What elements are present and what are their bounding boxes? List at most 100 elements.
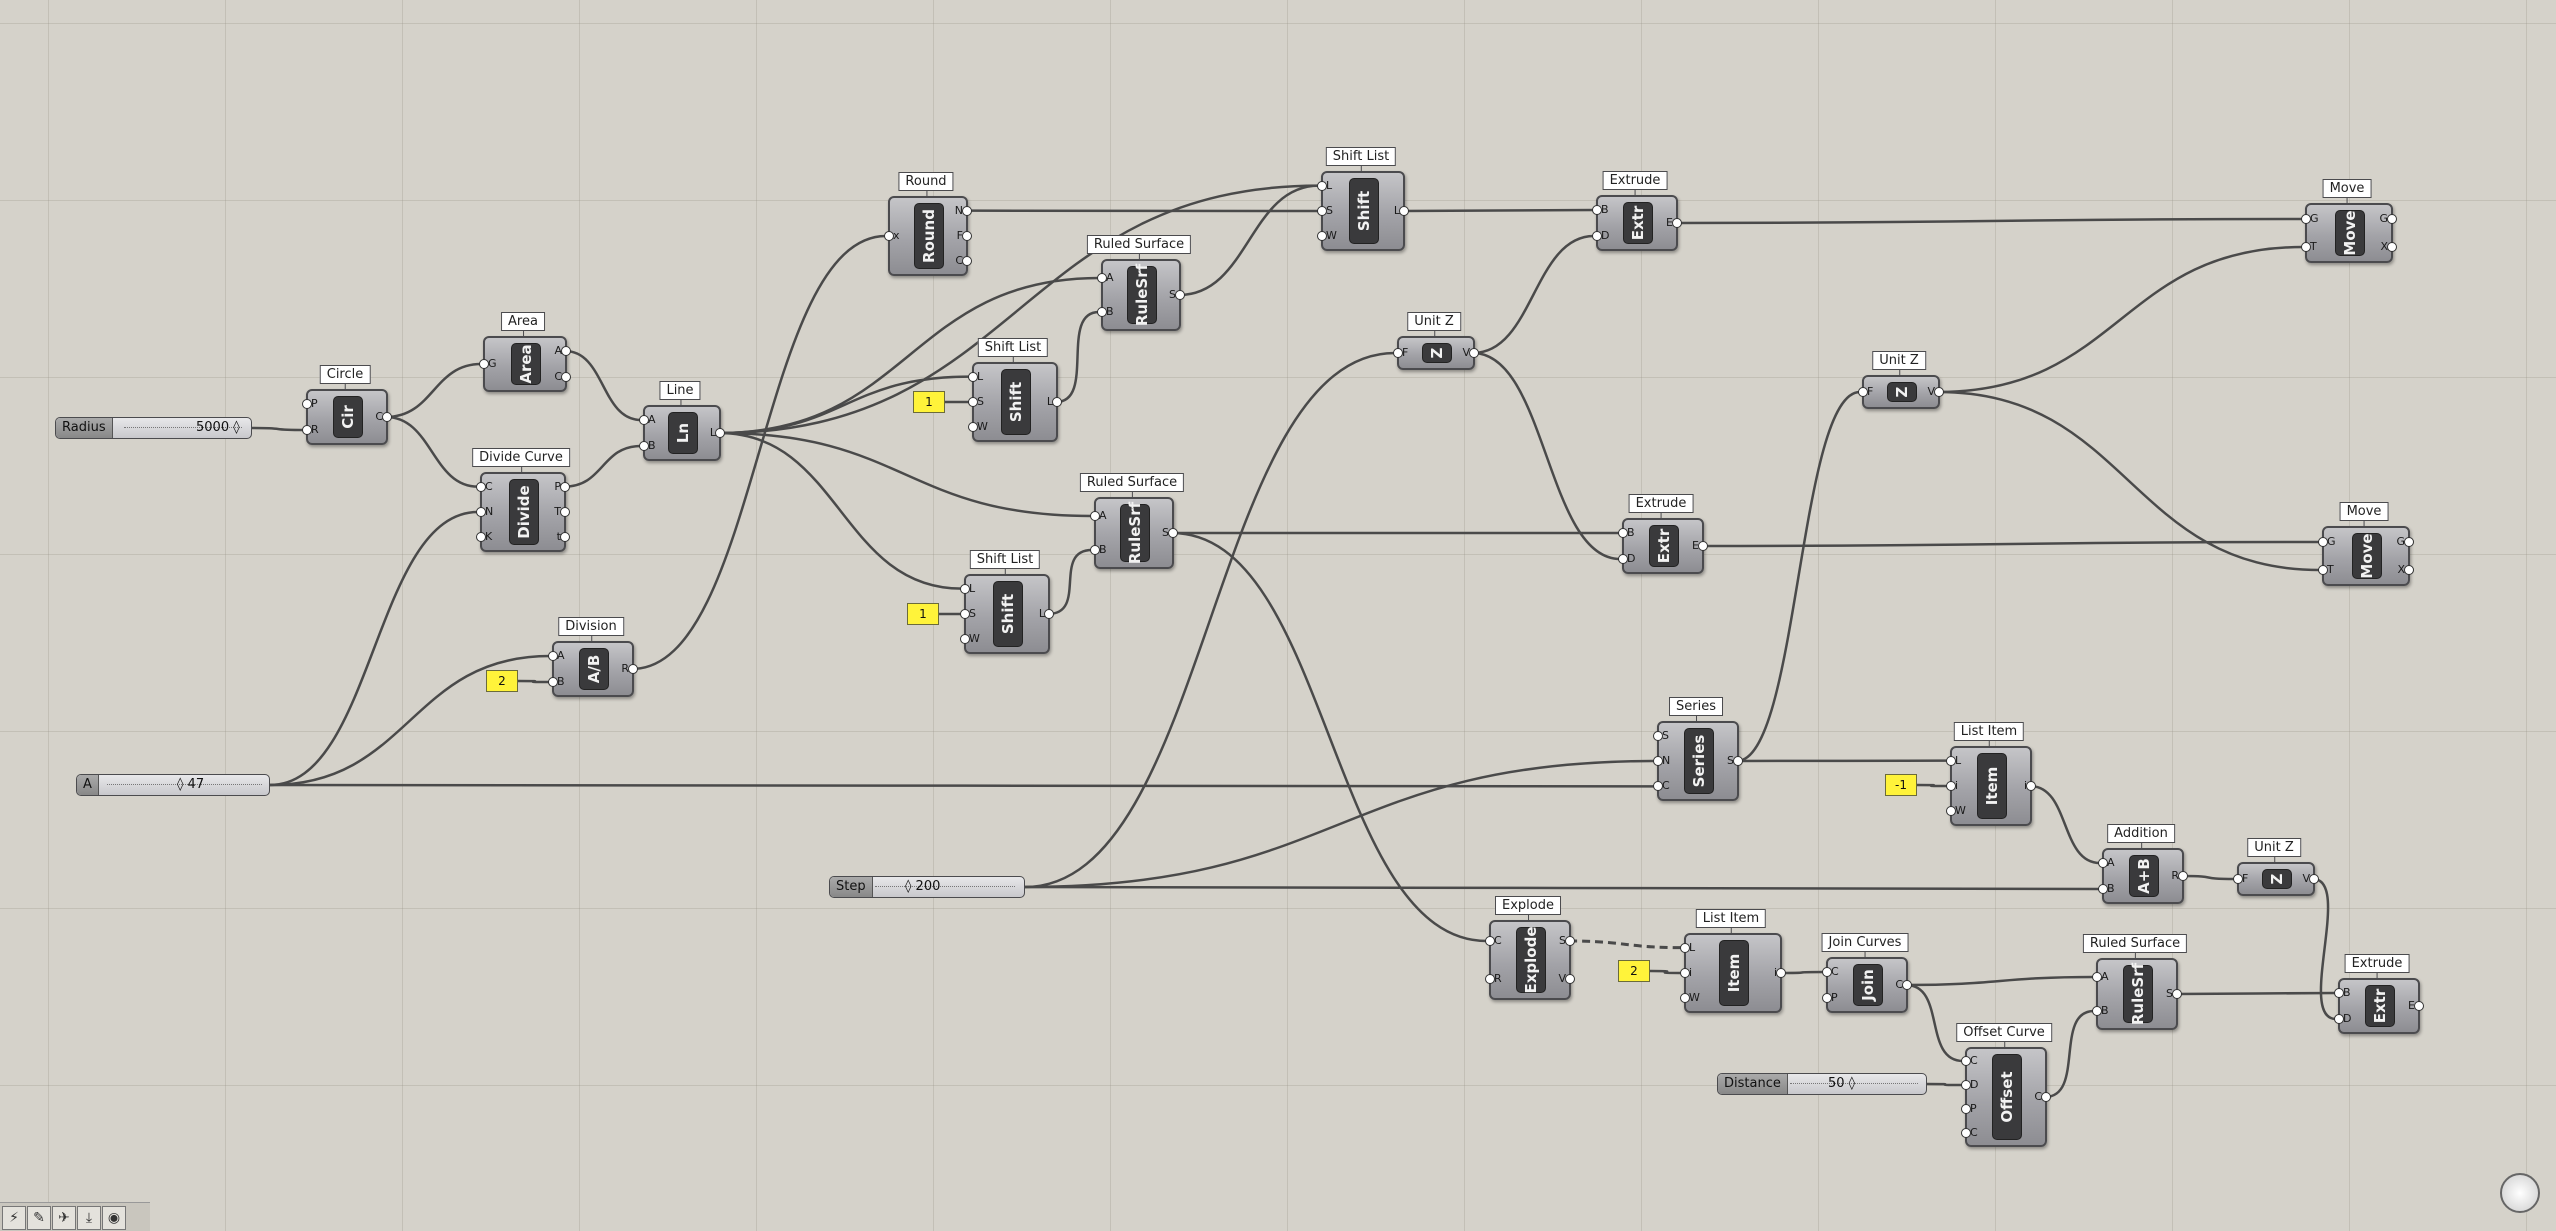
input-grip[interactable]	[1946, 806, 1956, 817]
input-grip[interactable]	[1090, 545, 1100, 555]
output-grip[interactable]	[2387, 242, 2397, 252]
input-grip[interactable]	[2092, 972, 2102, 982]
output-grip[interactable]	[1776, 968, 1786, 978]
input-grip[interactable]	[1485, 936, 1495, 946]
output-port-label[interactable]: S	[1559, 934, 1566, 947]
input-grip[interactable]	[2334, 988, 2344, 998]
input-port-label[interactable]: L	[977, 369, 984, 383]
input-grip[interactable]	[884, 231, 894, 241]
input-port-label[interactable]: L	[1955, 753, 1962, 767]
input-port-label[interactable]: S	[977, 395, 984, 408]
input-port-label[interactable]: K	[485, 530, 493, 544]
number-panel[interactable]: -1	[1885, 774, 1917, 796]
canvas-navigation-icon[interactable]	[2500, 1173, 2540, 1213]
a-slider[interactable]: A ◊ 47	[76, 774, 270, 796]
output-port-label[interactable]: S	[2166, 987, 2173, 1000]
input-grip[interactable]	[960, 634, 970, 645]
input-port-label[interactable]: B	[1627, 526, 1635, 539]
slider-rail[interactable]	[875, 886, 1015, 888]
output-grip[interactable]	[2178, 871, 2188, 881]
input-grip[interactable]	[1961, 1056, 1971, 1066]
input-grip[interactable]	[1090, 511, 1100, 521]
output-grip[interactable]	[560, 532, 570, 543]
input-port-label[interactable]: L	[969, 581, 976, 595]
input-port-label[interactable]: B	[1106, 305, 1114, 318]
input-grip[interactable]	[1961, 1128, 1971, 1138]
input-grip[interactable]	[1618, 554, 1628, 564]
input-port-label[interactable]: T	[2327, 563, 2334, 576]
input-grip[interactable]	[2098, 884, 2108, 894]
output-grip[interactable]	[560, 481, 570, 492]
number-panel[interactable]: 2	[1618, 960, 1650, 982]
number-panel[interactable]: 1	[913, 391, 945, 413]
output-port-label[interactable]: E	[2408, 999, 2415, 1012]
output-port-label[interactable]: i	[1774, 967, 1777, 979]
output-port-label[interactable]: C	[1895, 978, 1903, 991]
input-port-label[interactable]: W	[969, 632, 980, 646]
output-grip[interactable]	[2404, 537, 2414, 547]
input-grip[interactable]	[1317, 231, 1327, 242]
input-grip[interactable]	[1946, 755, 1956, 766]
input-port-label[interactable]: G	[2327, 535, 2336, 548]
input-port-label[interactable]: N	[1662, 754, 1671, 767]
input-port-label[interactable]: i	[1955, 779, 1959, 792]
output-grip[interactable]	[1672, 218, 1682, 228]
input-port-label[interactable]: C	[1494, 934, 1502, 947]
slider-rail[interactable]	[1790, 1083, 1918, 1085]
input-grip[interactable]	[639, 415, 649, 425]
input-grip[interactable]	[1393, 348, 1403, 358]
output-port-label[interactable]: C	[375, 410, 383, 423]
input-grip[interactable]	[1097, 273, 1107, 283]
input-port-label[interactable]: C	[485, 479, 493, 493]
input-grip[interactable]	[2092, 1006, 2102, 1016]
input-port-label[interactable]: B	[2107, 882, 2115, 895]
input-port-label[interactable]: i	[1689, 966, 1693, 979]
output-port-label[interactable]: X	[2397, 563, 2405, 576]
input-port-label[interactable]: N	[485, 505, 494, 518]
input-port-label[interactable]: S	[969, 607, 976, 620]
output-port-label[interactable]: L	[1046, 395, 1053, 408]
input-grip[interactable]	[302, 399, 312, 409]
output-port-label[interactable]: C	[955, 254, 963, 268]
input-port-label[interactable]: L	[1326, 178, 1333, 192]
distance-slider[interactable]: Distance 50 ◊	[1717, 1073, 1927, 1095]
output-port-label[interactable]: N	[954, 203, 963, 217]
output-grip[interactable]	[382, 412, 392, 422]
output-port-label[interactable]: i	[2024, 780, 2027, 792]
output-grip[interactable]	[561, 346, 571, 356]
output-port-label[interactable]: V	[2302, 872, 2310, 885]
output-grip[interactable]	[2404, 565, 2414, 575]
output-grip[interactable]	[715, 428, 725, 438]
input-port-label[interactable]: A	[557, 649, 565, 662]
input-grip[interactable]	[968, 371, 978, 382]
input-port-label[interactable]: x	[893, 229, 900, 242]
input-grip[interactable]	[1317, 206, 1327, 216]
input-port-label[interactable]: G	[488, 357, 497, 370]
output-port-label[interactable]: C	[2034, 1090, 2042, 1103]
output-port-label[interactable]: G	[2396, 535, 2405, 548]
input-grip[interactable]	[476, 507, 486, 517]
output-port-label[interactable]: S	[1727, 754, 1734, 767]
input-port-label[interactable]: A	[2107, 856, 2115, 869]
input-port-label[interactable]: W	[977, 420, 988, 434]
input-port-label[interactable]: W	[1689, 991, 1700, 1005]
input-port-label[interactable]: P	[311, 397, 318, 410]
input-port-label[interactable]: A	[1106, 271, 1114, 284]
slider-rail[interactable]	[107, 784, 262, 786]
input-grip[interactable]	[2098, 858, 2108, 868]
listitem1-component[interactable]: ItemLiWi	[1946, 746, 2036, 826]
output-grip[interactable]	[561, 372, 571, 382]
input-port-label[interactable]: B	[648, 439, 656, 452]
output-port-label[interactable]: S	[1162, 526, 1169, 539]
input-port-label[interactable]: D	[1627, 552, 1636, 565]
output-grip[interactable]	[2414, 1001, 2424, 1011]
